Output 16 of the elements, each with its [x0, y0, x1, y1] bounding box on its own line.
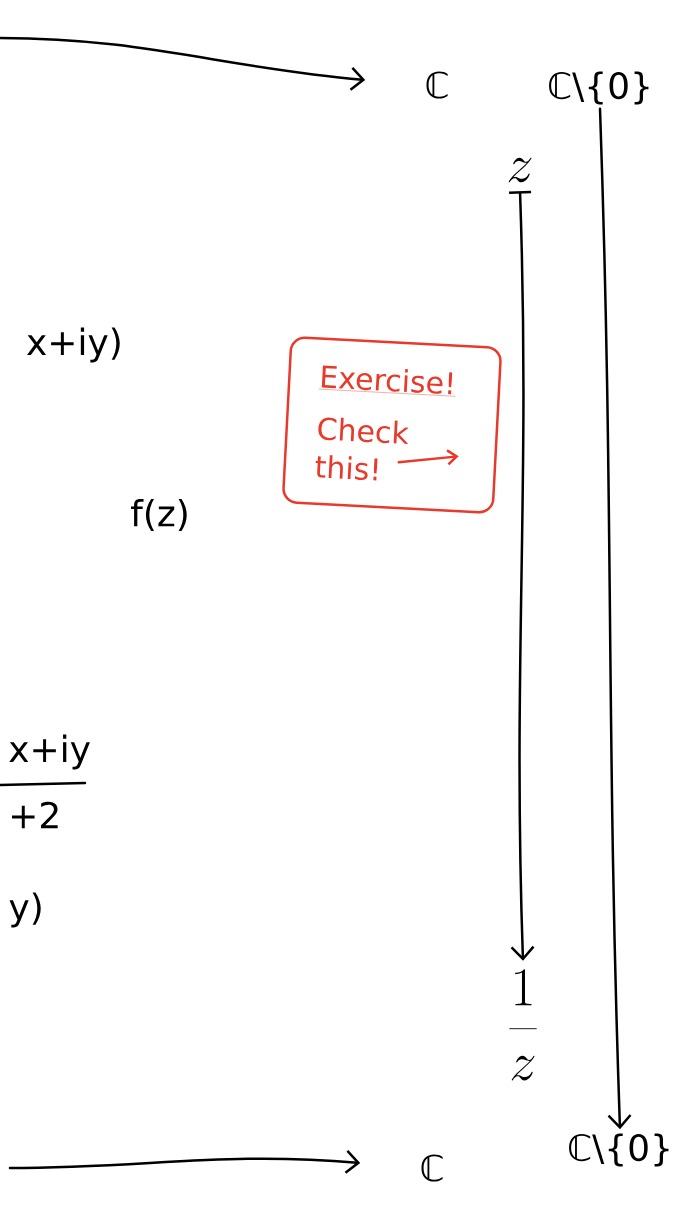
math-expression: y) [9, 892, 41, 928]
math-expression: +2 [12, 801, 58, 829]
set-label: ℂ\{0} [569, 1133, 669, 1167]
math-expression: f(z) [131, 498, 187, 532]
math-expression: $\frac{1}{z}$ [509, 969, 537, 1081]
arrow [598, 107, 632, 1130]
set-label: ℂ\{0} [549, 71, 649, 105]
arrow [8, 1150, 361, 1174]
set-label: ℂ [426, 71, 448, 99]
note-box: Exercise! Check this! [282, 336, 502, 514]
math-expression: $z$ [508, 157, 532, 183]
math-expression: x+iy) [27, 327, 120, 363]
math-expression: x+iy [9, 734, 90, 770]
arrow [0, 36, 366, 91]
set-label: ℂ [421, 1154, 443, 1182]
arrow [509, 190, 535, 961]
